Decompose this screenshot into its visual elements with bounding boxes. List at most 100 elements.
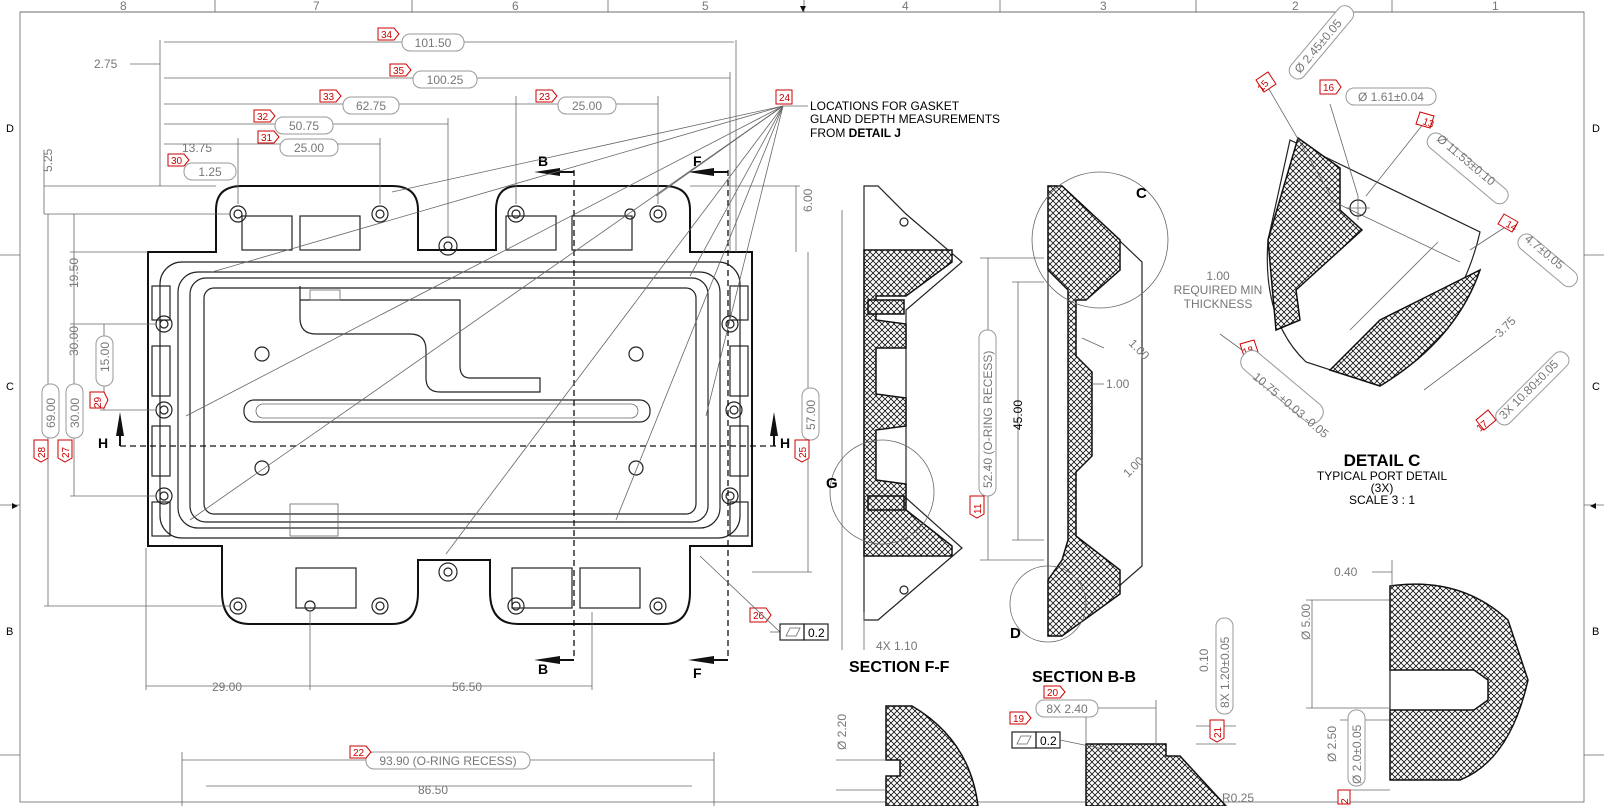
dimension-value: 86.50 (418, 783, 448, 797)
dimension-value: 29.00 (212, 680, 242, 694)
balloon-tag: 16 (1323, 83, 1335, 94)
balloon-tag: 11 (973, 503, 984, 514)
row-label: C (6, 381, 14, 393)
dimension-value: 8X 1.20±0.05 (1218, 636, 1232, 708)
section-label: H (98, 435, 108, 451)
dimension-value: 0.10 (1197, 648, 1211, 672)
balloon-tag: 27 (61, 446, 72, 458)
dimension-value: 56.50 (452, 680, 482, 694)
detail-callout: D (1010, 625, 1021, 642)
column-label: 2 (1292, 0, 1299, 13)
detail-lower-left: Ø 2.20 (835, 705, 979, 806)
dimension-value: 1.00 (1126, 336, 1153, 363)
section-title: SECTION F-F (849, 659, 950, 676)
dimension-value: 1.25 (198, 165, 222, 179)
dimension-value: 13.75 (182, 141, 212, 155)
balloon-tag: 22 (353, 748, 365, 759)
note-line: LOCATIONS FOR GASKET (810, 99, 960, 113)
section-label: B (538, 153, 548, 169)
row-label: D (6, 123, 14, 135)
detail-lower-right: 0.40 Ø 5.00 Ø 2.50 Ø 2.0±0.05 2 (1299, 560, 1529, 805)
dimension-value: 25.00 (572, 99, 602, 113)
row-label: C (1592, 381, 1600, 393)
balloon-tag: 34 (381, 30, 393, 41)
balloon-tag: 33 (323, 92, 335, 103)
balloon-tag: 25 (798, 446, 809, 458)
balloon-tag: 21 (1213, 726, 1224, 738)
detail-subtitle: TYPICAL PORT DETAIL (1317, 469, 1448, 483)
dimension-value: 1.00 (1120, 453, 1147, 480)
note-text: REQUIRED MIN (1174, 283, 1263, 297)
row-label: B (6, 626, 13, 638)
detail-lower-center: 8X 2.40 20 19 0.2 0.10 8X 1.20±0.05 21 R… (1009, 617, 1254, 806)
dimension-value: 30.00 (67, 326, 81, 356)
dimension-value: 6.00 (801, 188, 815, 212)
note-text: 1.00 (1206, 269, 1230, 283)
note-text: THICKNESS (1184, 297, 1253, 311)
dimension-value: Ø 5.00 (1299, 604, 1313, 640)
detail-callout: G (826, 475, 838, 492)
dimension-value: Ø 2.45±0.05 (1292, 16, 1345, 76)
column-label: 8 (120, 0, 127, 13)
section-label: F (693, 665, 702, 681)
column-label: 6 (512, 0, 519, 13)
flatness-value: 0.2 (808, 626, 825, 640)
balloon-tag: 32 (257, 112, 269, 123)
note-line: FROM DETAIL J (810, 126, 901, 140)
dimension-value: 50.75 (289, 119, 319, 133)
row-label: B (1592, 626, 1599, 638)
note-line: GLAND DEPTH MEASUREMENTS (810, 112, 1000, 126)
dimension-value: Ø 2.20 (835, 714, 849, 750)
gasket-note: LOCATIONS FOR GASKET GLAND DEPTH MEASURE… (810, 99, 1000, 140)
dimension-value: 45.00 (1011, 400, 1025, 430)
column-label: 3 (1100, 0, 1107, 13)
detail-scale: SCALE 3 : 1 (1349, 493, 1415, 507)
dimension-value: 2.75 (94, 57, 118, 71)
dimension-value: Ø 2.50 (1325, 726, 1339, 762)
dimension-value: 100.25 (427, 73, 464, 87)
column-label: 7 (313, 0, 320, 13)
dimension-value: 30.00 (68, 398, 82, 428)
section-label: F (693, 153, 702, 169)
dimension-value: 52.40 (O-RING RECESS) (981, 351, 995, 488)
dimension-value: Ø 2.0±0.05 (1350, 724, 1364, 784)
dimension-value: 1.00 (1106, 377, 1130, 391)
dimension-value: 0.40 (1334, 565, 1358, 579)
dimension-value: 3.75 (1492, 313, 1519, 340)
row-label: D (1592, 123, 1600, 135)
dimension-value: Ø 1.61±0.04 (1358, 90, 1424, 104)
plan-dimensions: 101.50 100.25 2.75 62.75 25.00 50.75 13.… (41, 33, 820, 806)
dimension-value: 5.25 (41, 148, 55, 172)
section-b-b: 52.40 (O-RING RECESS) 45.00 1.00 1.00 1.… (969, 171, 1263, 686)
balloon-tags: 34 35 33 23 32 31 30 24 29 28 27 25 26 2… (33, 27, 829, 759)
detail-c: Ø 2.45±0.05 15 16 Ø 1.61±0.04 13 Ø 11.53… (1219, 5, 1578, 507)
balloon-tag: 20 (1047, 688, 1059, 699)
balloon-tag: 28 (37, 446, 48, 458)
dimension-value: 57.00 (804, 400, 818, 430)
balloon-tag: 31 (261, 133, 273, 144)
balloon-tag: 29 (93, 396, 104, 408)
balloon-tag: 30 (171, 156, 183, 167)
dimension-value: 19.50 (67, 258, 81, 288)
balloon-tag: 35 (393, 66, 405, 77)
balloon-tag: 19 (1013, 714, 1025, 725)
detail-subtitle: (3X) (1371, 481, 1394, 495)
balloon-tag: 13 (1421, 116, 1436, 130)
balloon-tag: 26 (753, 611, 765, 622)
plan-view: B B F F H H (98, 105, 808, 681)
dimension-value: 25.00 (294, 141, 324, 155)
dimension-value: Ø 11.53±0.10 (1434, 132, 1498, 189)
column-label: 5 (702, 0, 709, 13)
dimension-value: 93.90 (O-RING RECESS) (379, 754, 516, 768)
dimension-value: 4X 1.10 (876, 639, 918, 653)
balloon-tag: 24 (779, 93, 791, 104)
column-label: 1 (1492, 0, 1499, 13)
balloon-tag: 23 (539, 92, 551, 103)
dimension-value: 8X 2.40 (1046, 702, 1088, 716)
section-title: SECTION B-B (1032, 669, 1136, 686)
flatness-value: 0.2 (1040, 734, 1057, 748)
balloon-tag: 2 (1340, 798, 1351, 804)
section-label: B (538, 661, 548, 677)
